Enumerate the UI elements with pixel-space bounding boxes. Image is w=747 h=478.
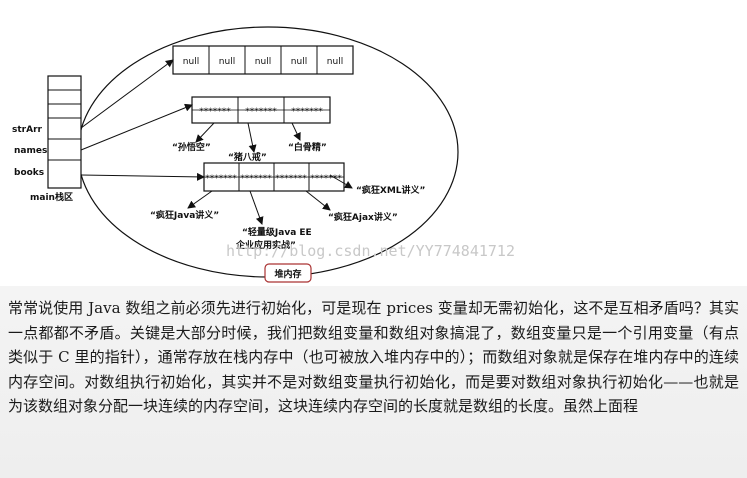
string-java-book: “疯狂Java讲义”	[150, 209, 219, 221]
main-stack	[47, 75, 82, 189]
null-cell: null	[291, 57, 307, 67]
string-zhubajie: “猪八戒”	[228, 151, 267, 163]
string-javaee-book-line2: 企业应用实战”	[235, 239, 296, 251]
stack-label-strarr: strArr	[12, 125, 43, 135]
names-cell: *******	[291, 107, 323, 117]
null-cell: null	[327, 57, 343, 67]
null-array	[172, 45, 354, 75]
stack-caption: main栈区	[30, 191, 73, 203]
stack-label-names: names	[14, 146, 47, 156]
books-cell: *******	[205, 174, 237, 184]
string-baigujing: “白骨精”	[288, 141, 327, 153]
memory-diagram: strArr names books main栈区 null null null…	[12, 26, 515, 283]
names-array	[191, 96, 331, 124]
names-cell: *******	[199, 107, 231, 117]
string-ajax-book: “疯狂Ajax讲义”	[328, 211, 398, 223]
heap-caption-box	[264, 263, 312, 283]
reference-arrows	[80, 59, 353, 225]
string-sunwukong: “孙悟空”	[172, 141, 211, 153]
null-cell: null	[183, 57, 199, 67]
string-xml-book: “疯狂XML讲义”	[356, 184, 425, 196]
books-array	[203, 162, 345, 192]
watermark-url: http://blog.csdn.net/YY774841712	[226, 242, 515, 260]
null-cell: null	[219, 57, 235, 67]
heap-caption: 堆内存	[274, 268, 301, 280]
explanation-paragraph-block: 常常说使用 Java 数组之前必须先进行初始化，可是现在 prices 变量却无…	[0, 286, 747, 478]
books-cell: *******	[310, 174, 342, 184]
string-javaee-book-line1: “轻量级Java EE	[242, 226, 312, 238]
names-cell: *******	[245, 107, 277, 117]
books-cell: *******	[240, 174, 272, 184]
explanation-paragraph: 常常说使用 Java 数组之前必须先进行初始化，可是现在 prices 变量却无…	[8, 299, 739, 415]
stack-label-books: books	[14, 168, 44, 178]
books-cell: *******	[275, 174, 307, 184]
null-cell: null	[255, 57, 271, 67]
